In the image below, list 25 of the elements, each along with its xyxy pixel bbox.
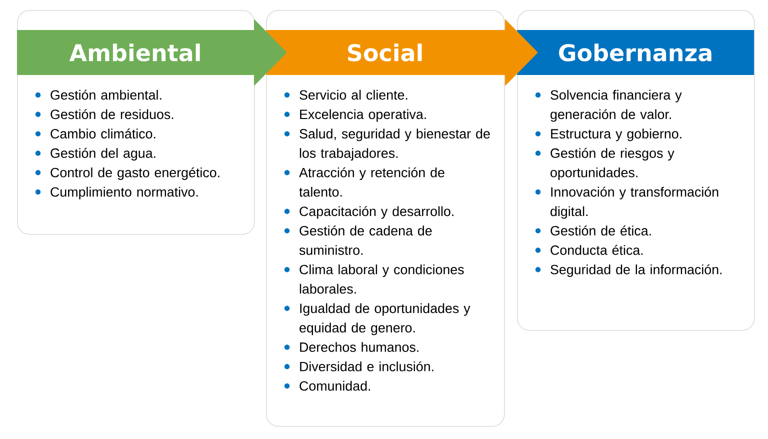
list-item: Derechos humanos.	[300, 342, 418, 352]
list-item: Clima laboral y condiciones laborales.	[300, 264, 464, 294]
list-item: Gestión ambiental.	[50, 90, 162, 100]
list-item: Solvencia financiera y generación de valor.	[550, 90, 682, 122]
list-item: Salud, seguridad y bienestar de los trabajadores.	[300, 128, 490, 161]
list-item: Seguridad de la información.	[550, 264, 722, 277]
list-item: Capacitación y desarrollo.	[300, 206, 454, 219]
list-item: Diversidad e inclusión.	[300, 361, 434, 372]
banner: Gobernanza	[517, 30, 754, 75]
list-item: Gestión de ética.	[550, 226, 651, 236]
list-item: Gestión del agua.	[50, 148, 156, 161]
list-item: Conducta ética.	[550, 244, 643, 255]
list-item: Excelencia operativa.	[300, 109, 426, 122]
list-item: Control de gasto energético.	[50, 167, 220, 180]
list-item: Cambio climático.	[50, 128, 156, 138]
list-item: Gestión de riesgos y oportunidades.	[550, 148, 674, 180]
list-item: Cumplimiento normativo.	[50, 186, 198, 200]
list-item: Comunidad.	[300, 380, 370, 391]
list-item: Servicio al cliente.	[300, 90, 408, 100]
list-item: Gestión de residuos.	[50, 109, 174, 120]
list-item: Innovación y transformación digital.	[550, 186, 718, 219]
list-item: Atracción y retención de talento.	[299, 167, 444, 197]
list-item: Estructura y gobierno.	[551, 128, 682, 142]
list-item: Igualdad de oportunidades y equidad de genero.	[300, 303, 470, 336]
list-item: Gestión de cadena de suministro.	[299, 226, 432, 255]
